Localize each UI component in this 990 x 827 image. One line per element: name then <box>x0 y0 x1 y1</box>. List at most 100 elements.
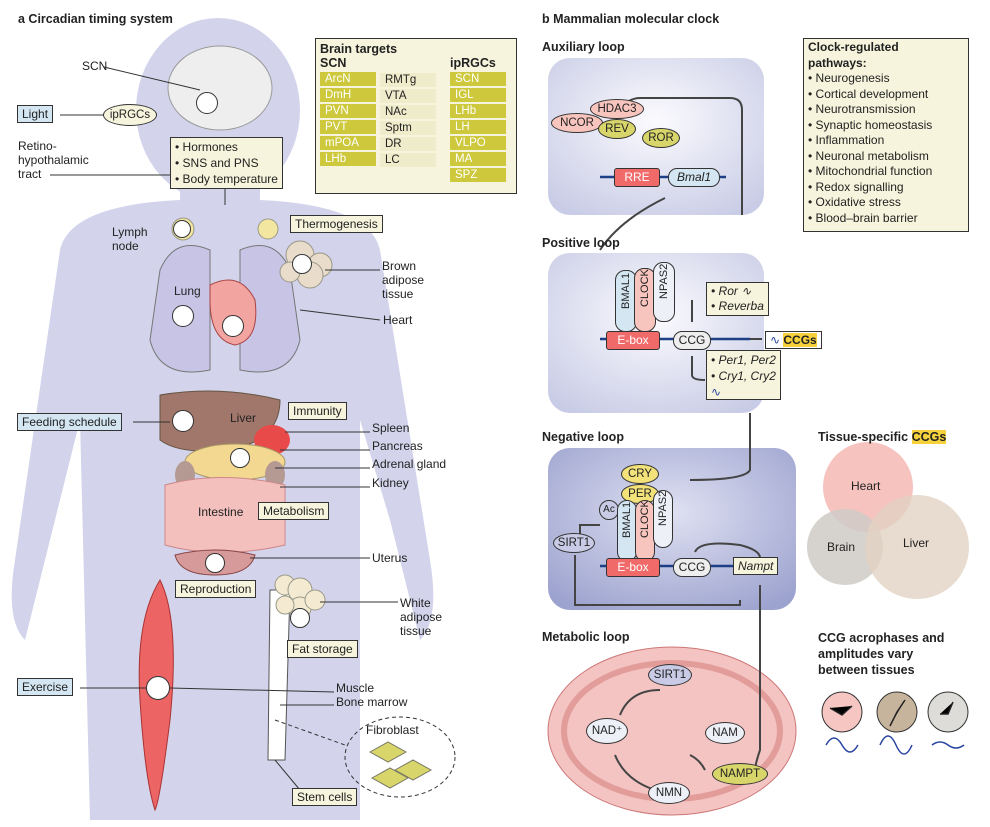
intestine-label: Intestine <box>198 505 244 519</box>
rre: RRE <box>614 168 660 187</box>
brain-targets-title: Brain targets <box>320 42 398 56</box>
reproduction-box: Reproduction <box>175 580 257 598</box>
target: PVN <box>320 104 376 118</box>
brain <box>167 45 273 131</box>
clock-icon <box>173 220 191 238</box>
fibroblast-label: Fibroblast <box>366 723 419 737</box>
venn-liver <box>865 495 969 599</box>
target: DR <box>380 137 436 151</box>
neg-title: Negative loop <box>542 430 624 444</box>
target: DmH <box>320 88 376 102</box>
nam: NAM <box>705 722 745 744</box>
exercise-box: Exercise <box>17 678 74 696</box>
pancreas-label: Pancreas <box>372 439 423 453</box>
sirt1-meta: SIRT1 <box>648 664 692 686</box>
per-cry-box: • Per1, Per2• Cry1, Cry2∿ <box>706 350 781 400</box>
target: SPZ <box>450 168 506 182</box>
clock-icon <box>292 254 312 274</box>
fat-storage-box: Fat storage <box>287 640 358 658</box>
target: VLPO <box>450 136 506 150</box>
heart <box>209 279 257 346</box>
metabolism-box: Metabolism <box>258 502 330 520</box>
ccg-neg: CCG <box>673 558 711 577</box>
clock-icon <box>172 305 194 327</box>
iprgc-head: ipRGCs <box>450 56 496 70</box>
ebox-neg: E-box <box>606 558 660 577</box>
panel-b-title: b Mammalian molecular clock <box>542 12 720 26</box>
venn-brain <box>807 509 883 585</box>
clock-protein-neg: CLOCK <box>635 500 655 562</box>
target: LHb <box>320 152 376 166</box>
clock-icon <box>172 410 194 432</box>
venn-brain-label: Brain <box>827 540 856 554</box>
muscle-label: Muscle <box>336 681 375 695</box>
light-box: Light <box>17 105 54 123</box>
target: IGL <box>450 88 506 102</box>
target: MA <box>450 152 506 166</box>
bone-marrow-label: Bone marrow <box>336 695 408 709</box>
cry-protein: CRY <box>621 464 659 484</box>
meta-title: Metabolic loop <box>542 630 630 644</box>
hdac3: HDAC3 <box>590 99 644 119</box>
target: NAc <box>380 105 436 119</box>
clock-icon <box>196 92 218 114</box>
target: LHb <box>450 104 506 118</box>
immunity-box: Immunity <box>288 402 347 420</box>
target: LC <box>380 153 436 167</box>
target: ArcN <box>320 72 376 86</box>
bmal1-gene: Bmal1 <box>668 168 720 187</box>
clock-icon <box>230 448 250 468</box>
target: PVT <box>320 120 376 134</box>
venn-liver-label: Liver <box>903 536 930 550</box>
adrenal-label: Adrenal gland <box>372 457 447 471</box>
target: RMTg <box>380 73 436 87</box>
nad: NAD⁺ <box>586 718 628 744</box>
nmn: NMN <box>648 782 690 804</box>
npas2-protein-neg: NPAS2 <box>653 490 673 548</box>
scn-label: SCN <box>82 59 108 73</box>
target: Sptm <box>380 121 436 135</box>
lung-label: Lung <box>174 284 201 298</box>
feeding-schedule-box: Feeding schedule <box>17 413 122 431</box>
target: SCN <box>450 72 506 86</box>
clock-icon <box>205 553 225 573</box>
clock-icon <box>146 676 170 700</box>
ncor: NCOR <box>551 113 603 133</box>
ror: ROR <box>642 128 680 148</box>
target: LH <box>450 120 506 134</box>
nampt-protein: NAMPT <box>712 763 768 785</box>
ebox: E-box <box>606 331 660 350</box>
heart-label: Heart <box>383 313 413 327</box>
clock-icon <box>222 315 244 337</box>
stem-cells-box: Stem cells <box>292 788 358 806</box>
ac-label: Ac <box>599 500 619 520</box>
intestine <box>164 477 286 553</box>
rev: REV <box>598 119 636 139</box>
ror-reverba-box: • Ror ∿• Reverba <box>706 282 769 316</box>
spleen-label: Spleen <box>372 421 410 435</box>
uterus-label: Uterus <box>372 551 408 565</box>
kidney-label: Kidney <box>372 476 409 490</box>
iprgcs-label: ipRGCs <box>103 104 157 126</box>
tissue-title: Tissue-specific CCGs <box>818 430 947 444</box>
ccgs-box: ∿ CCGs <box>765 331 822 349</box>
nampt-gene: Nampt <box>733 557 779 575</box>
lungs <box>149 245 301 373</box>
scn-head: SCN <box>320 56 347 70</box>
pos-title: Positive loop <box>542 236 620 250</box>
npas2-protein: NPAS2 <box>653 262 675 322</box>
liver-label: Liver <box>230 411 257 425</box>
thermogenesis-box: Thermogenesis <box>290 215 383 233</box>
venn-heart-label: Heart <box>851 479 881 493</box>
target: VTA <box>380 89 436 103</box>
bmal1-protein-neg: BMAL1 <box>617 500 637 562</box>
ccg: CCG <box>673 331 711 350</box>
